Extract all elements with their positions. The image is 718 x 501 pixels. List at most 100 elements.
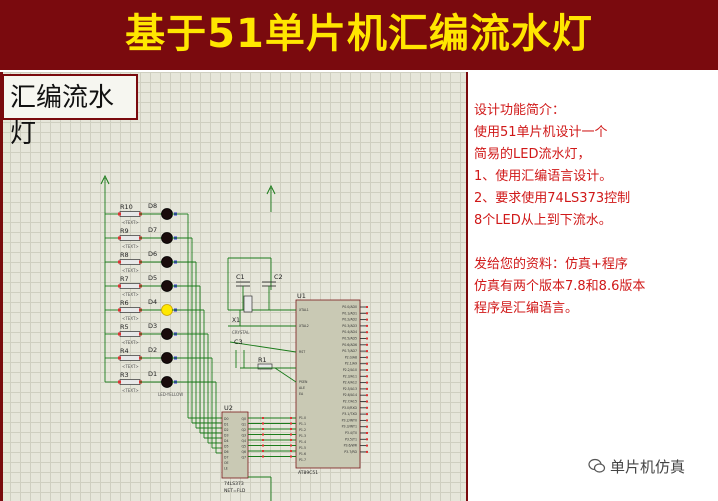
pin-marker [262, 439, 264, 441]
mcu-pin-label: P3.3/INT1 [342, 425, 357, 429]
mcu-pin-label: P2.5/A13 [343, 387, 357, 391]
canvas-border-right [466, 72, 468, 501]
pin-marker [290, 450, 292, 452]
led-label: D6 [148, 250, 157, 258]
latch-pin-label: Q7 [241, 456, 246, 460]
led-label: D3 [148, 322, 157, 330]
schematic-canvas [0, 72, 468, 501]
mcu-pin-label: EA [299, 392, 304, 396]
mcu-pin-label: P0.3/AD3 [342, 324, 357, 328]
latch-pin-label: D5 [224, 445, 228, 449]
crystal [243, 295, 253, 313]
resistor-label: R10 [120, 203, 133, 211]
mcu-pin-label: P0.6/AD6 [342, 343, 357, 347]
mcu-pin-label: P0.5/AD5 [342, 337, 357, 341]
pin-marker [366, 362, 368, 365]
mcu-pin-label: P0.0/AD0 [342, 305, 357, 309]
resistor [119, 331, 141, 337]
resistor-value: <TEXT> [122, 364, 139, 369]
vcc-arrow-icon [100, 174, 110, 185]
canvas-label: 汇编流水灯 [10, 83, 115, 149]
latch-chip [221, 411, 249, 479]
crystal-ref: X1 [232, 317, 240, 324]
resistor-label: R5 [120, 323, 129, 331]
latch-pin-label: Q0 [241, 417, 246, 421]
led-label: D5 [148, 274, 157, 282]
mcu-ref: U1 [297, 292, 306, 300]
canvas-label-box: 汇编流水灯 [2, 74, 138, 149]
mcu-pin-label: P0.2/AD2 [342, 318, 357, 322]
mcu-pin-label: PSEN [299, 380, 308, 384]
led-d4 [161, 304, 173, 316]
mcu-pin-label: P3.2/INT0 [342, 418, 357, 422]
watermark-text: 单片机仿真 [610, 457, 686, 476]
pin-marker [118, 236, 121, 240]
wire [274, 367, 297, 383]
pin-marker [366, 343, 368, 346]
crystal-label: CRYSTAL [232, 330, 250, 335]
description-panel: 设计功能简介： 使用51单片机设计一个简易的LED流水灯，1、使用汇编语言设计。… [474, 100, 714, 320]
pin-marker [118, 260, 121, 264]
pin-marker [262, 422, 264, 425]
reset-resistor [257, 363, 273, 370]
pin-marker [118, 380, 121, 384]
pin-marker [366, 394, 368, 397]
led-label: D4 [148, 298, 157, 306]
cap-label: C2 [274, 273, 283, 281]
led-part-label: LED-YELLOW [158, 392, 183, 397]
latch-ref: U2 [224, 404, 233, 412]
pin-marker [290, 433, 292, 436]
mcu-pin-label: P1.2 [299, 428, 306, 432]
description-line: 简易的LED流水灯， [474, 147, 591, 162]
pin-marker [366, 444, 368, 447]
led-label: D2 [148, 346, 157, 354]
vcc-arrow-icon [266, 184, 276, 195]
pin-marker [366, 400, 368, 403]
description-line: 设计功能简介： [474, 103, 566, 118]
wire [229, 341, 297, 353]
led-d3 [161, 328, 173, 340]
pin-marker [366, 406, 368, 409]
chat-bubble-icon [588, 458, 606, 473]
mcu-pin-label: P2.4/A12 [343, 381, 357, 385]
latch-pin-label: D4 [224, 439, 228, 443]
pin-marker [262, 428, 264, 430]
resistor [119, 283, 141, 289]
pin-marker [366, 318, 368, 321]
led-d6 [161, 256, 173, 268]
title-banner: 基于51单片机汇编流水灯 [0, 0, 718, 70]
resistor-label: R3 [120, 371, 129, 379]
description-line: 8个LED从上到下流水。 [474, 213, 612, 228]
latch-pin-label: OE [224, 461, 229, 465]
pin-marker [262, 417, 264, 419]
resistor-label: R4 [120, 347, 129, 355]
mcu-pin-label: P1.3 [299, 434, 306, 438]
resistor-value: <TEXT> [122, 388, 139, 393]
mcu-pin-label: P2.6/A14 [343, 393, 357, 397]
pin-marker [366, 350, 368, 353]
pin-marker [290, 417, 292, 419]
latch-pin-label: LE [224, 467, 228, 471]
latch-pin-label: Q3 [241, 434, 246, 438]
pin-marker [366, 369, 368, 371]
pin-marker [366, 356, 368, 359]
schematic-diagram: R10<TEXT>D8R9<TEXT>D7R8<TEXT>D6R7<TEXT>D… [100, 174, 368, 501]
mcu-chip [295, 299, 361, 469]
resistor-label: R8 [120, 251, 129, 259]
latch-pin-label: Q1 [241, 423, 246, 427]
mcu-pin-label: P3.0/RXD [342, 406, 357, 410]
latch-pin-label: D1 [224, 423, 228, 427]
resistor [119, 235, 141, 241]
mcu-pin-label: P0.7/AD7 [342, 349, 357, 353]
pin-marker [290, 444, 292, 447]
reset-res-label: R1 [258, 356, 267, 364]
resistor-label: R9 [120, 227, 129, 235]
pin-marker [366, 331, 368, 334]
watermark: 单片机仿真 [588, 456, 685, 476]
pin-marker [118, 308, 121, 312]
mcu-pin-label: P2.2/A10 [343, 368, 357, 372]
pin-marker [290, 455, 292, 458]
resistor-value: <TEXT> [122, 220, 139, 225]
mcu-pin-label: P2.1/A9 [345, 362, 357, 366]
resistor-value: <TEXT> [122, 244, 139, 249]
